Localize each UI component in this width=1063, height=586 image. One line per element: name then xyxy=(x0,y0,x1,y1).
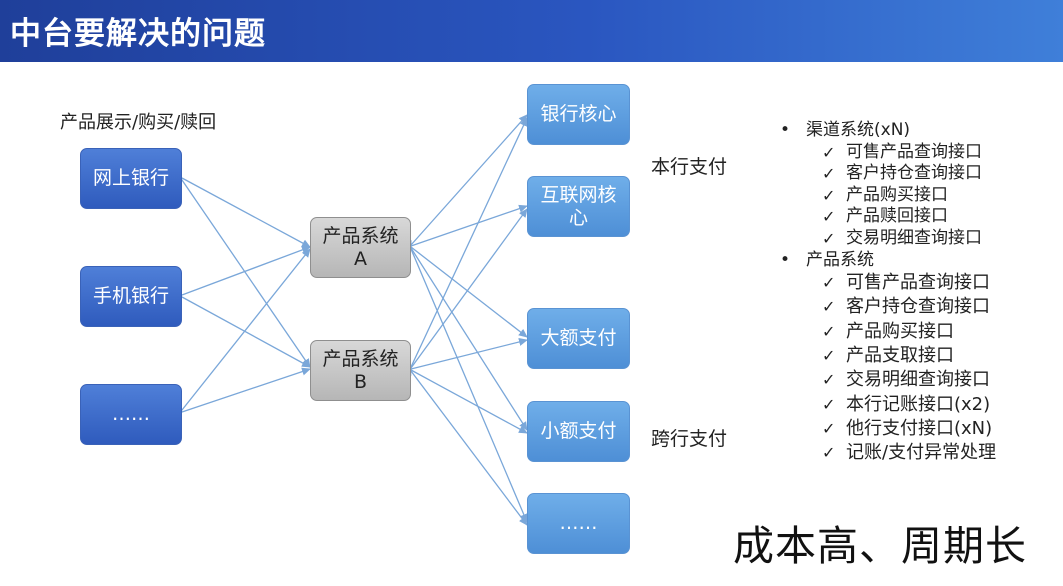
core-more: …… xyxy=(527,493,630,554)
list-item: ✓可售产品查询接口 xyxy=(822,141,982,162)
check-icon: ✓ xyxy=(822,207,836,227)
requirement-product-system: • 产品系统 ✓可售产品查询接口 ✓客户持仓查询接口 ✓产品购买接口 ✓产品支取… xyxy=(780,250,996,466)
list-item: ✓产品购买接口 xyxy=(822,184,948,205)
header-banner: 中台要解决的问题 xyxy=(0,0,1063,62)
link-mobile-bank-product-b xyxy=(173,289,311,368)
list-item: ✓记账/支付异常处理 xyxy=(822,441,996,465)
requirements-list: • 渠道系统(xN) ✓可售产品查询接口 ✓客户持仓查询接口 ✓产品购买接口 ✓… xyxy=(780,120,996,466)
link-product-a-small-payment xyxy=(403,239,528,431)
conclusion-text: 成本高、周期长 xyxy=(733,522,1027,570)
list-item: ✓本行记账接口(x2) xyxy=(822,393,996,417)
list-item: ✓产品购买接口 xyxy=(822,320,996,344)
link-product-b-other-core xyxy=(402,362,528,526)
list-item: ✓产品支取接口 xyxy=(822,344,996,368)
list-item: ✓他行支付接口(xN) xyxy=(822,417,996,441)
link-product-a-other-core xyxy=(404,240,528,523)
link-product-a-large-payment xyxy=(402,238,528,338)
core-bank: 银行核心 xyxy=(527,84,630,145)
check-icon: ✓ xyxy=(822,370,836,390)
requirement-title: 产品系统 xyxy=(806,249,874,270)
product-interface-list: ✓可售产品查询接口 ✓客户持仓查询接口 ✓产品购买接口 ✓产品支取接口 ✓交易明… xyxy=(806,271,996,465)
list-item: ✓客户持仓查询接口 xyxy=(822,295,996,319)
list-item: ✓产品赎回接口 xyxy=(822,206,948,227)
core-small-payment: 小额支付 xyxy=(527,401,630,462)
requirement-channel-system: • 渠道系统(xN) ✓可售产品查询接口 ✓客户持仓查询接口 ✓产品购买接口 ✓… xyxy=(780,120,996,250)
channel-interface-list: ✓可售产品查询接口 ✓客户持仓查询接口 ✓产品购买接口 ✓产品赎回接口 ✓交易明… xyxy=(806,142,996,250)
check-icon: ✓ xyxy=(822,418,836,438)
core-large-payment: 大额支付 xyxy=(527,308,630,369)
channel-caption: 产品展示/购买/赎回 xyxy=(60,112,217,133)
channel-web-bank: 网上银行 xyxy=(80,148,182,209)
channel-mobile-bank: 手机银行 xyxy=(80,266,182,327)
check-icon: ✓ xyxy=(822,394,836,414)
check-icon: ✓ xyxy=(822,346,836,366)
bullet-icon: • xyxy=(780,120,791,140)
check-icon: ✓ xyxy=(822,228,836,248)
inter-bank-payment-label: 跨行支付 xyxy=(651,428,728,450)
list-item: ✓可售产品查询接口 xyxy=(822,271,996,295)
intra-bank-payment-label: 本行支付 xyxy=(651,156,728,178)
core-internet: 互联网核心 xyxy=(527,176,630,237)
product-system-a: 产品系统A xyxy=(310,217,411,278)
check-icon: ✓ xyxy=(822,297,836,317)
check-icon: ✓ xyxy=(822,142,836,162)
check-icon: ✓ xyxy=(822,164,836,184)
list-item: ✓交易明细查询接口 xyxy=(822,227,982,248)
requirement-title: 渠道系统(xN) xyxy=(806,120,911,140)
link-product-b-bank-core xyxy=(403,117,528,376)
link-web-bank-product-a xyxy=(173,170,311,248)
check-icon: ✓ xyxy=(822,321,836,341)
list-item: ✓交易明细查询接口 xyxy=(822,368,996,392)
channel-more: …… xyxy=(80,384,182,445)
check-icon: ✓ xyxy=(822,185,836,205)
link-mobile-bank-product-a xyxy=(173,246,311,302)
list-item: ✓客户持仓查询接口 xyxy=(822,163,982,184)
check-icon: ✓ xyxy=(822,443,836,463)
page-title: 中台要解决的问题 xyxy=(10,16,266,52)
bullet-icon: • xyxy=(780,249,791,270)
product-system-b: 产品系统B xyxy=(310,340,411,401)
check-icon: ✓ xyxy=(822,273,836,293)
link-other-channel-product-b xyxy=(173,367,311,419)
